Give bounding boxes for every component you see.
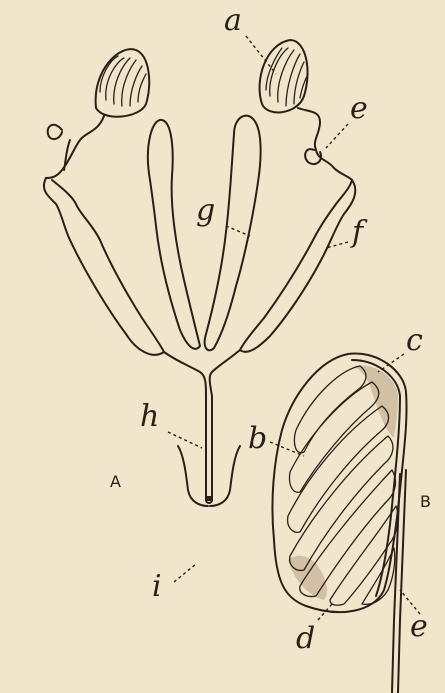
- panel-a-drawing: [44, 36, 355, 582]
- right-caudicle: [298, 108, 352, 180]
- panel-b-drawing: [270, 353, 420, 693]
- stipple-bottom: [288, 556, 327, 600]
- left-inner-lobe: [148, 120, 200, 349]
- left-outer-lobe: [44, 178, 164, 355]
- right-pollinium: [260, 40, 308, 112]
- label-e-lower: e: [410, 612, 428, 642]
- label-g: g: [196, 196, 215, 226]
- right-outer-lobe: [240, 180, 355, 352]
- stalk-junction: [164, 352, 206, 500]
- label-c: c: [406, 326, 423, 356]
- left-pollinium: [96, 49, 150, 117]
- label-d: d: [296, 624, 315, 654]
- panel-label-b: B: [420, 494, 431, 510]
- label-f: f: [352, 218, 363, 248]
- label-a: a: [224, 6, 242, 36]
- label-e-upper: e: [350, 94, 368, 124]
- sheath: [178, 446, 208, 506]
- panel-label-a: A: [110, 474, 121, 490]
- label-i: i: [152, 572, 162, 602]
- label-h: h: [140, 402, 159, 432]
- right-inner-lobe: [205, 116, 261, 351]
- label-b: b: [248, 424, 267, 454]
